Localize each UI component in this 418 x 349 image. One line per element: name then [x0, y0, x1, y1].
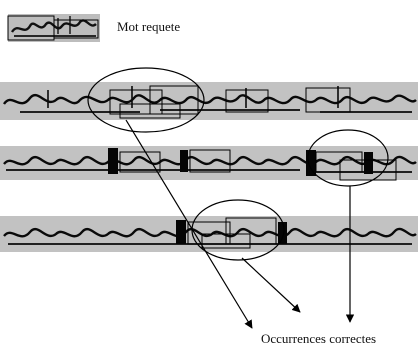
query-word-image: [7, 14, 100, 42]
pointer-arrows: [125, 119, 355, 329]
manuscript-line-3: [0, 199, 418, 261]
query-box-right: [53, 19, 99, 39]
correct-occurrences-label: Occurrences correctes: [261, 331, 377, 346]
manuscript-line-1: [0, 67, 418, 133]
arrow-line-1: [125, 119, 253, 329]
match-ellipse-2: [307, 129, 389, 187]
match-ellipse-1: [87, 67, 205, 133]
manuscript-line-2: [0, 129, 418, 187]
query-word-label: Mot requete: [117, 19, 181, 34]
arrow-line-3: [241, 257, 301, 313]
